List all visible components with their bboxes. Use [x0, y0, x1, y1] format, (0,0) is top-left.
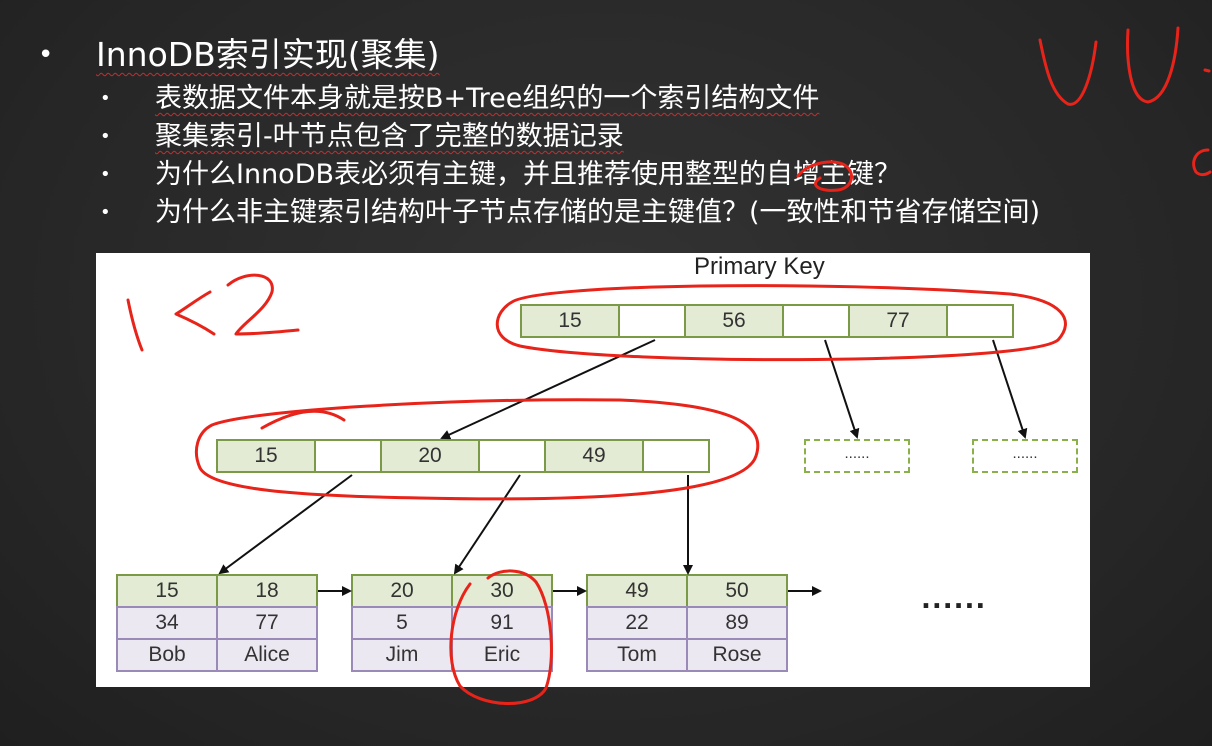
scribble-annotation	[1203, 68, 1211, 73]
internal-pointer	[314, 439, 382, 473]
internal-node: 15 20 49	[216, 439, 710, 473]
scribble-annotation	[1038, 38, 1098, 106]
sub-bullet-text: 表数据文件本身就是按B+Tree组织的一个索引结构文件	[155, 83, 820, 114]
leaf-key-row: 20 30	[351, 574, 553, 608]
leaf-name-row: Jim Eric	[351, 638, 553, 672]
bullet-dot: •	[100, 202, 111, 223]
scribble-annotation	[1192, 148, 1212, 177]
leaf-key: 20	[351, 574, 453, 608]
leaf-key-row: 15 18	[116, 574, 318, 608]
leaf-name: Alice	[216, 638, 318, 672]
bullet-dot: •	[100, 126, 111, 147]
leaf-name-row: Tom Rose	[586, 638, 788, 672]
sub-bullet-item: • 为什么非主键索引结构叶子节点存储的是主键值？(一致性和节省存储空间)	[100, 194, 1040, 232]
leaf-value: 91	[451, 606, 553, 640]
leaf-name: Jim	[351, 638, 453, 672]
leaf-node: 49 50 22 89 Tom Rose	[586, 574, 788, 672]
bullet-dot: •	[100, 88, 111, 109]
internal-pointer	[642, 439, 710, 473]
root-pointer	[946, 304, 1014, 338]
sub-bullet-item: • 为什么InnoDB表必须有主键，并且推荐使用整型的自增主键？	[100, 156, 1040, 194]
internal-pointer	[478, 439, 546, 473]
leaf-name: Rose	[686, 638, 788, 672]
internal-key: 20	[380, 439, 480, 473]
leaf-node: 20 30 5 91 Jim Eric	[351, 574, 553, 672]
leaf-value: 77	[216, 606, 318, 640]
leaf-name: Tom	[586, 638, 688, 672]
sub-bullet-text: 聚集索引-叶节点包含了完整的数据记录	[155, 121, 624, 152]
main-bullet: •	[38, 40, 54, 70]
leaf-value-row: 34 77	[116, 606, 318, 640]
leaf-key: 49	[586, 574, 688, 608]
root-key: 56	[684, 304, 784, 338]
root-key: 15	[520, 304, 620, 338]
root-node: 15 56 77	[520, 304, 1014, 338]
leaf-key: 50	[686, 574, 788, 608]
leaf-value: 34	[116, 606, 218, 640]
btree-diagram-panel: Primary Key 15 56 77 15 20 49 ...... ...…	[96, 253, 1090, 687]
sub-bullet-text: 为什么非主键索引结构叶子节点存储的是主键值？(一致性和节省存储空间)	[155, 197, 1041, 228]
internal-key: 15	[216, 439, 316, 473]
leaf-value-row: 5 91	[351, 606, 553, 640]
sub-bullet-item: • 表数据文件本身就是按B+Tree组织的一个索引结构文件	[100, 80, 1040, 118]
sub-bullet-item: • 聚集索引-叶节点包含了完整的数据记录	[100, 118, 1040, 156]
diagram-title: Primary Key	[694, 253, 825, 280]
placeholder-node: ......	[804, 439, 910, 473]
placeholder-node: ......	[972, 439, 1078, 473]
leaf-value: 22	[586, 606, 688, 640]
sub-bullet-list: • 表数据文件本身就是按B+Tree组织的一个索引结构文件 • 聚集索引-叶节点…	[100, 80, 1040, 232]
leaf-value: 89	[686, 606, 788, 640]
leaf-node: 15 18 34 77 Bob Alice	[116, 574, 318, 672]
root-pointer	[618, 304, 686, 338]
slide-title: InnoDB索引实现(聚集)	[96, 35, 440, 74]
leaf-key: 18	[216, 574, 318, 608]
scribble-annotation	[1126, 26, 1180, 104]
leaf-key-row: 49 50	[586, 574, 788, 608]
leaf-key: 30	[451, 574, 553, 608]
leaf-key: 15	[116, 574, 218, 608]
leaf-name-row: Bob Alice	[116, 638, 318, 672]
sub-bullet-text: 为什么InnoDB表必须有主键，并且推荐使用整型的自增主键？	[155, 159, 902, 190]
leaf-name: Eric	[451, 638, 553, 672]
root-pointer	[782, 304, 850, 338]
leaf-value: 5	[351, 606, 453, 640]
internal-key: 49	[544, 439, 644, 473]
more-leaves-ellipsis: ......	[921, 585, 987, 615]
leaf-value-row: 22 89	[586, 606, 788, 640]
bullet-dot: •	[100, 164, 111, 185]
root-key: 77	[848, 304, 948, 338]
leaf-name: Bob	[116, 638, 218, 672]
